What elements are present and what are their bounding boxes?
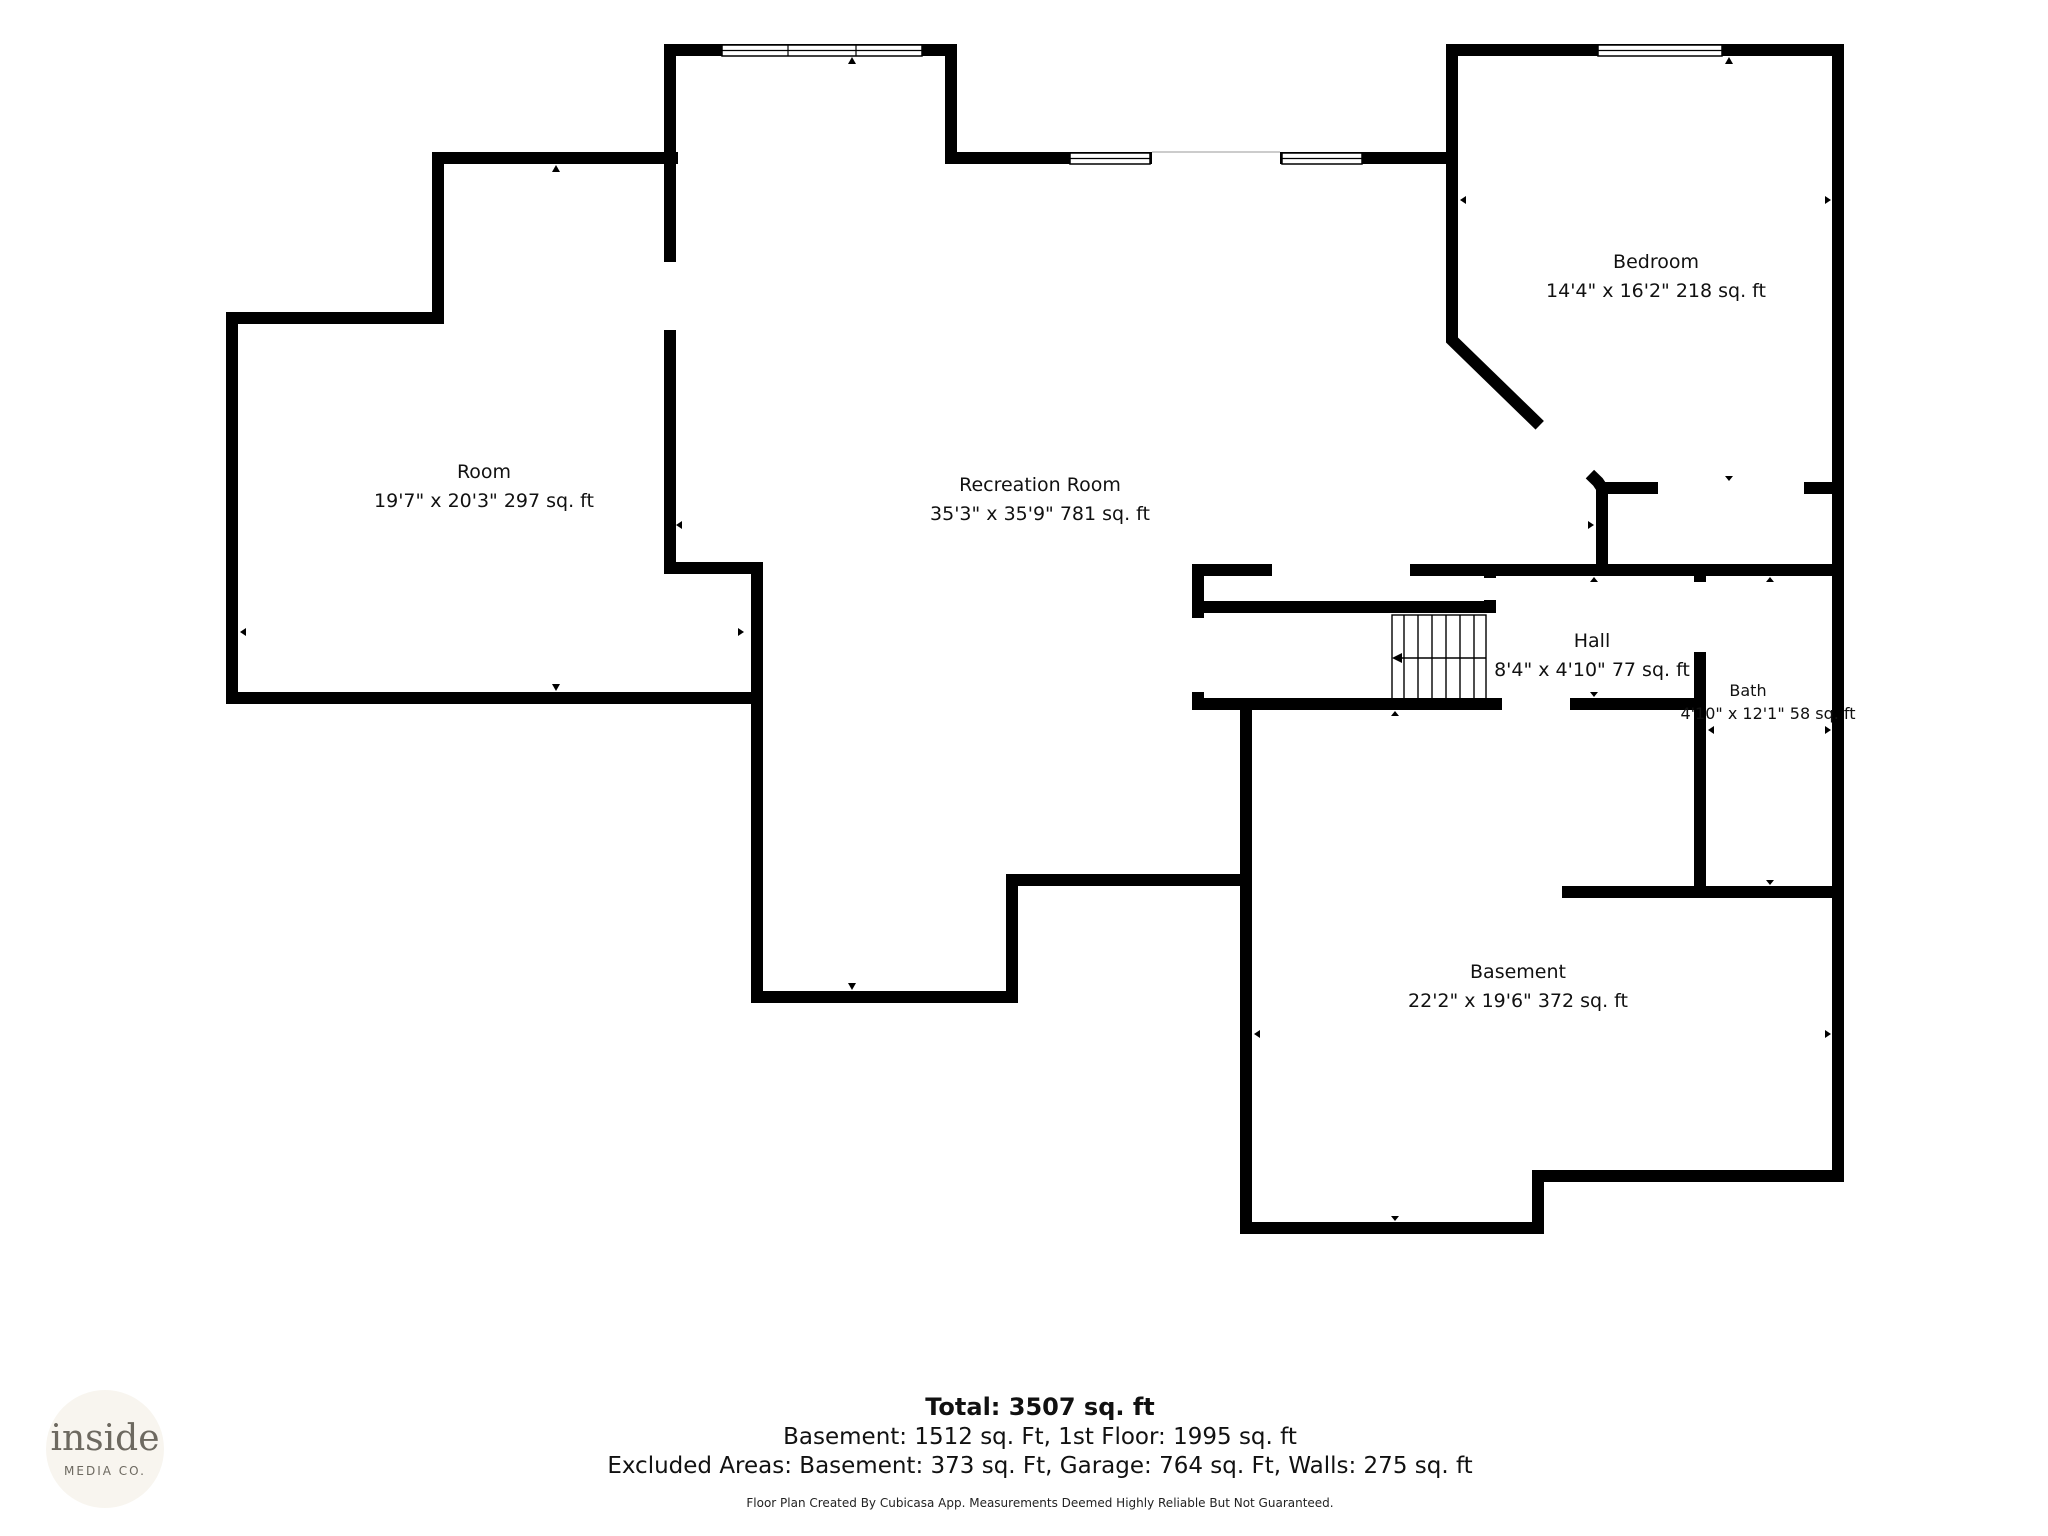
room-size-recreation: 35'3" x 35'9" 781 sq. ft (930, 503, 1150, 525)
wall-stair-bottom (1192, 601, 1706, 710)
room-name-bedroom: Bedroom (1613, 251, 1699, 273)
room-name-hall: Hall (1574, 630, 1611, 652)
wall-room-recreation (664, 44, 763, 704)
wall-bedroom-diagonal (1446, 152, 1608, 576)
wall-recreation-lower (751, 692, 1252, 1003)
room-name-basement: Basement (1470, 961, 1566, 983)
floor-breakdown: Basement: 1512 sq. Ft, 1st Floor: 1995 s… (783, 1424, 1297, 1450)
room-size-hall: 8'4" x 4'10" 77 sq. ft (1494, 659, 1690, 681)
window-recreation-left (1069, 152, 1151, 165)
inside-media-logo: inside MEDIA CO. (46, 1390, 164, 1508)
disclaimer: Floor Plan Created By Cubicasa App. Meas… (746, 1496, 1334, 1510)
dimension-markers (240, 57, 1831, 1221)
room-size-basement: 22'2" x 19'6" 372 sq. ft (1408, 990, 1628, 1012)
excluded-areas: Excluded Areas: Basement: 373 sq. Ft, Ga… (607, 1453, 1473, 1479)
logo-sub: MEDIA CO. (64, 1464, 146, 1478)
window-recreation-top (721, 44, 923, 57)
room-name-room: Room (457, 461, 511, 483)
total-area: Total: 3507 sq. ft (925, 1393, 1155, 1421)
room-size-bath: 4'10" x 12'1" 58 sq. ft (1680, 704, 1855, 723)
room-size-bedroom: 14'4" x 16'2" 218 sq. ft (1546, 280, 1766, 302)
window-recreation-right (1281, 152, 1363, 165)
logo-word: inside (50, 1418, 160, 1459)
wall-recreation-top (664, 44, 1458, 164)
room-name-recreation: Recreation Room (959, 474, 1121, 496)
wall-basement (1240, 706, 1844, 1234)
room-size-room: 19'7" x 20'3" 297 sq. ft (374, 490, 594, 512)
opening-bedroom-diagonal (1534, 419, 1596, 480)
room-name-bath: Bath (1729, 681, 1766, 700)
wall-room-outer (226, 152, 758, 704)
window-bedroom-top (1597, 44, 1723, 57)
stairs (1391, 614, 1487, 702)
